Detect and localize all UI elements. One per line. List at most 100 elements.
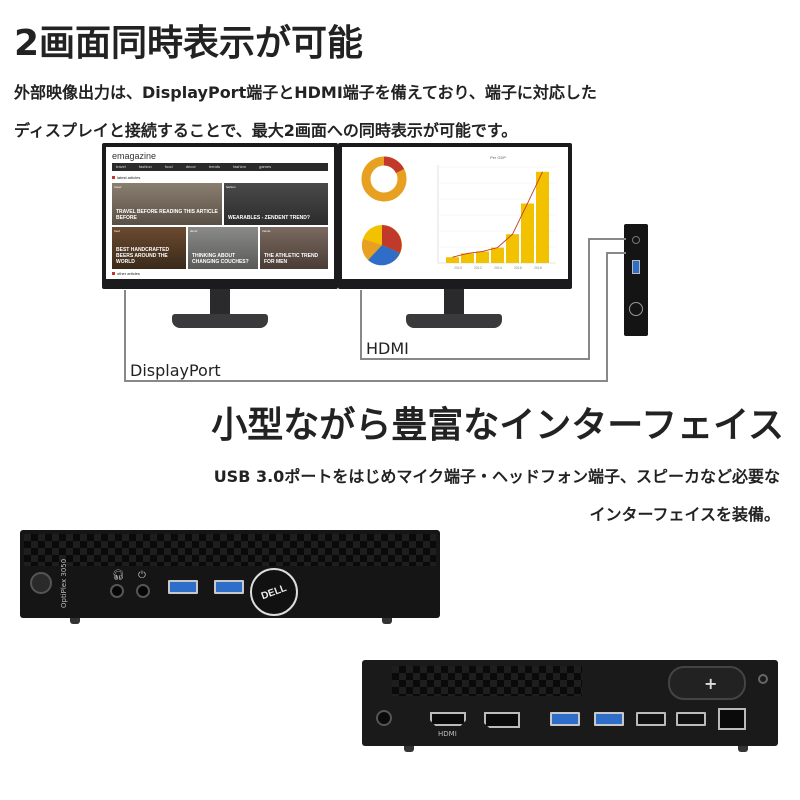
- front-foot-icon: [382, 618, 392, 624]
- ethernet-port: [718, 708, 746, 730]
- mini-pc-front-view: OptiPlex 3050 🎧︎ ⏻ DELL: [20, 530, 440, 618]
- chart-bar: [506, 234, 519, 263]
- chart-bar: [521, 203, 534, 263]
- dashboard-charts: Per GDP 2010 2012 2014 2016 2018: [361, 155, 556, 270]
- section1-description-line1: 外部映像出力は、DisplayPort端子とHDMI端子を備えており、端子に対応…: [14, 83, 597, 102]
- article-caption: THINKING ABOUT CHANGING COUCHES?: [192, 253, 249, 265]
- left-monitor-screen: emagazine travel fashion food decor tren…: [106, 147, 334, 279]
- rear-vent-grill: [392, 666, 582, 696]
- nav-item: fashion: [233, 164, 246, 169]
- x-tick-label: 2014: [494, 266, 502, 270]
- brand-logo-text: DELL: [259, 582, 289, 602]
- article-tag: fashion: [226, 185, 236, 189]
- section2-description-line1: USB 3.0ポートをはじめマイク端子・ヘッドフォン端子、スピーカなど必要な: [213, 467, 780, 486]
- nav-item: food: [164, 164, 173, 169]
- hdmi-cable: [588, 238, 626, 240]
- article-caption: THE ATHLETIC TREND FOR MEN: [264, 253, 319, 265]
- plus-icon: +: [704, 674, 718, 693]
- hdmi-label: HDMI: [366, 339, 409, 358]
- usb3-port-rear: [550, 712, 580, 726]
- hdmi-cable: [360, 358, 590, 360]
- nav-item: fashion: [138, 164, 152, 169]
- article-tile: food BEST HANDCRAFTED BEERS AROUND THE W…: [112, 227, 186, 269]
- nav-item: travel: [116, 164, 126, 169]
- article-caption: TRAVEL BEFORE READING THIS ARTICLE BEFOR…: [116, 209, 218, 221]
- dell-logo-icon: [629, 302, 643, 316]
- article-tag: decor: [190, 229, 198, 233]
- right-monitor: Per GDP 2010 2012 2014 2016 2018: [338, 143, 572, 289]
- chart-bars: [446, 171, 549, 263]
- power-button-icon: [632, 236, 640, 244]
- emagazine-nav: travel fashion food decor trends fashion…: [112, 163, 328, 171]
- left-monitor: emagazine travel fashion food decor tren…: [102, 143, 338, 289]
- pie-slice: [361, 239, 382, 260]
- section-other-label: other articles: [112, 271, 140, 276]
- right-monitor-screen: Per GDP 2010 2012 2014 2016 2018: [342, 147, 568, 279]
- displayport-port: [484, 712, 520, 728]
- pie-slice: [382, 225, 402, 253]
- hdmi-cable: [360, 290, 362, 360]
- chart-bar: [476, 251, 489, 263]
- section1-description: 外部映像出力は、DisplayPort端子とHDMI端子を備えており、端子に対応…: [14, 74, 794, 150]
- emagazine-logo: emagazine: [112, 151, 157, 161]
- hdmi-port-label: HDMI: [438, 730, 457, 738]
- chart-bar: [446, 257, 459, 263]
- x-tick-label: 2010: [454, 266, 462, 270]
- nav-item: trends: [208, 164, 220, 169]
- usb-port-icon: [632, 260, 640, 274]
- article-tag: travel: [114, 185, 122, 189]
- pie-slice: [368, 245, 400, 266]
- headset-icon: 🎧︎: [112, 570, 125, 581]
- hdmi-cable: [588, 238, 590, 360]
- article-tag: food: [114, 229, 120, 233]
- chart-trend-line: [452, 171, 543, 258]
- left-monitor-stand-neck: [210, 289, 230, 319]
- usb3-port-front: [168, 580, 198, 594]
- usb3-port-rear: [594, 712, 624, 726]
- power-symbol-icon: ⏻: [138, 570, 146, 581]
- chart-bar: [461, 253, 474, 263]
- mini-pc-rear-view: + HDMI: [362, 660, 778, 746]
- article-caption: WEARABLES - ZENDENT TREND?: [228, 215, 310, 221]
- displayport-cable: [124, 380, 608, 382]
- displayport-cable: [606, 252, 608, 382]
- chart-bar: [536, 171, 549, 263]
- dell-logo-icon: DELL: [250, 568, 298, 616]
- right-monitor-stand-neck: [444, 289, 464, 319]
- section2-description-line2: インターフェイスを装備。: [589, 505, 780, 524]
- displayport-cable: [606, 252, 626, 254]
- lock-slot-icon: [758, 674, 768, 684]
- section-latest-label: latest articles: [112, 175, 140, 180]
- article-caption: BEST HANDCRAFTED BEERS AROUND THE WORLD: [116, 247, 170, 265]
- usb2-port-rear: [676, 712, 706, 726]
- rear-foot-icon: [404, 746, 414, 752]
- power-button: [30, 572, 52, 594]
- article-tile: decor THINKING ABOUT CHANGING COUCHES?: [188, 227, 258, 269]
- article-tile: trends THE ATHLETIC TREND FOR MEN: [260, 227, 328, 269]
- chart-bar: [491, 247, 504, 263]
- section1-title: 2画面同時表示が可能: [14, 23, 364, 64]
- article-tile: travel TRAVEL BEFORE READING THIS ARTICL…: [112, 183, 222, 225]
- x-tick-label: 2012: [474, 266, 482, 270]
- line-out-jack: [136, 584, 150, 598]
- front-vent-grill: [24, 534, 436, 566]
- article-tag: trends: [262, 229, 271, 233]
- nav-item: games: [259, 164, 272, 169]
- usb2-port-rear: [636, 712, 666, 726]
- usb3-port-front: [214, 580, 244, 594]
- left-monitor-stand-base: [172, 314, 268, 328]
- nav-item: decor: [185, 164, 196, 169]
- x-tick-label: 2016: [514, 266, 522, 270]
- hdmi-port: [430, 712, 466, 726]
- displayport-label: DisplayPort: [130, 361, 221, 380]
- headset-jack: [110, 584, 124, 598]
- right-monitor-stand-base: [406, 314, 502, 328]
- power-jack: [376, 710, 392, 726]
- section2-description: USB 3.0ポートをはじめマイク端子・ヘッドフォン端子、スピーカなど必要な イ…: [0, 458, 780, 534]
- section1-description-line2: ディスプレイと接続することで、最大2画面への同時表示が可能です。: [14, 121, 518, 140]
- section2-title: 小型ながら豊富なインターフェイス: [211, 405, 784, 446]
- donut-segment: [383, 156, 405, 174]
- front-foot-icon: [70, 618, 80, 624]
- model-label: OptiPlex 3050: [60, 558, 68, 608]
- mini-pc-upright: [624, 224, 648, 336]
